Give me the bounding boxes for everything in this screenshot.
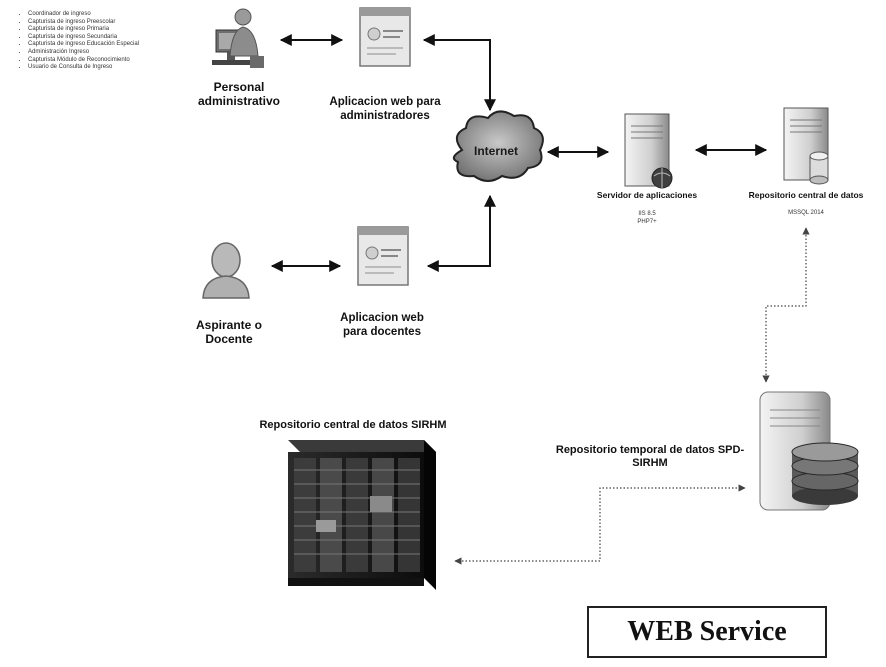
list-item: Coordinador de ingreso [28,11,198,19]
teacher-user-icon [202,242,250,299]
dotted-connectors [454,227,810,565]
app-server-icon [624,113,673,189]
list-item: Capturista de ingreso Preescolar [28,19,198,27]
list-item: Capturista Módulo de Reconocimiento [28,57,198,65]
teacher-app-label: Aplicacion web para docentes [340,312,424,338]
central-repo-server-icon [783,107,829,185]
list-item: Capturista de ingreso Educación Especial [28,41,198,49]
sirhm-repo-label: Repositorio central de datos SIRHM [259,419,447,431]
app-server-label: Servidor de aplicaciones [596,190,698,200]
arrow-teacher-app-internet [426,194,496,272]
app-server-spec-2: PHP7+ [637,219,657,225]
app-server-spec-1: IIS 8.5 [638,211,656,217]
temp-repo-label: Repositorio temporal de datos SPD- SIRHM [555,444,745,470]
admin-app-label: Aplicacion web para administradores [329,96,441,122]
list-item: Capturista de ingreso Primaria [28,26,198,34]
list-item: Capturista de ingreso Secundaria [28,34,198,42]
internet-cloud-icon [452,110,544,182]
sirhm-server-rack-icon [288,440,436,590]
arrow-sirhm-temp [454,484,746,565]
teacher-user-label: Aspirante o Docente [195,318,262,347]
teacher-web-app-icon [357,226,409,286]
web-service-box: WEB Service [587,606,827,658]
central-repo-label: Repositorio central de datos [748,190,864,200]
arrow-repo-temp [762,227,810,383]
admin-user-label: Personal administrativo [197,80,281,109]
central-repo-spec: MSSQL 2014 [788,210,824,216]
admin-web-app-icon [359,7,411,67]
connectors [270,34,768,272]
admin-computer-user-icon [212,8,264,68]
list-item: Administración Ingreso [28,49,198,57]
arrow-admin-app-internet [422,34,496,112]
admin-roles-list: Coordinador de ingreso Capturista de ing… [10,11,198,72]
list-item: Usuario de Consulta de Ingreso [28,64,198,72]
internet-label: Internet [474,144,518,158]
database-stack-icon [791,442,859,505]
